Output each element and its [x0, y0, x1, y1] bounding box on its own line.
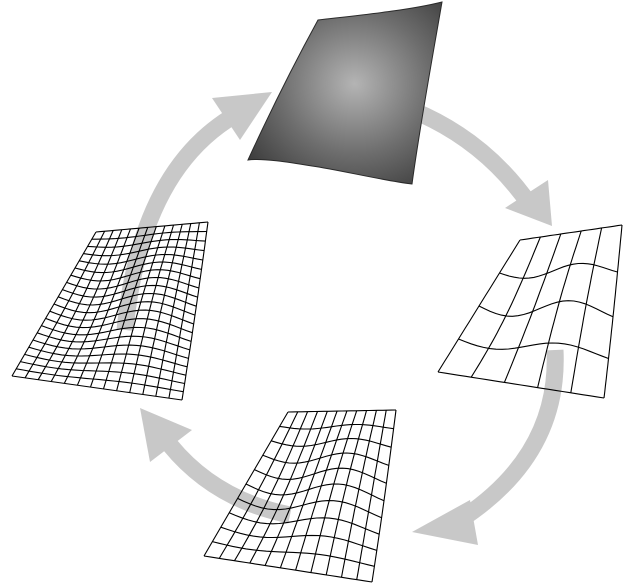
mesh-row-line	[221, 527, 377, 550]
coarse-mesh	[438, 225, 622, 398]
mesh-row-line	[212, 542, 374, 567]
mesh-row-line	[500, 263, 618, 278]
mesh-column-line	[296, 411, 347, 570]
mesh-column-line	[169, 223, 200, 398]
mesh-column-line	[38, 231, 113, 380]
smooth-surface	[248, 2, 442, 184]
mesh-column-line	[357, 410, 387, 579]
mesh-column-line	[438, 240, 520, 372]
mesh-row-line	[246, 484, 384, 501]
mesh-column-line	[372, 410, 396, 582]
arrow-medium-to-fine	[140, 408, 290, 515]
fine-mesh	[12, 222, 208, 400]
mesh-column-line	[235, 412, 308, 561]
mesh-row-line	[280, 425, 394, 430]
mesh-row-line	[288, 410, 396, 412]
mesh-row-line	[271, 439, 391, 448]
mesh-row-line	[520, 225, 622, 240]
mesh-column-line	[311, 411, 357, 573]
mesh-row-line	[438, 372, 604, 398]
mesh-column-line	[604, 225, 622, 398]
mesh-column-line	[571, 228, 602, 393]
arrow-smooth-to-coarse	[412, 110, 552, 226]
mesh-row-line	[254, 468, 386, 483]
mesh-row-line	[479, 301, 613, 317]
mesh-row-line	[263, 453, 389, 465]
mesh-column-line	[51, 230, 122, 382]
mesh-row-line	[459, 339, 609, 359]
